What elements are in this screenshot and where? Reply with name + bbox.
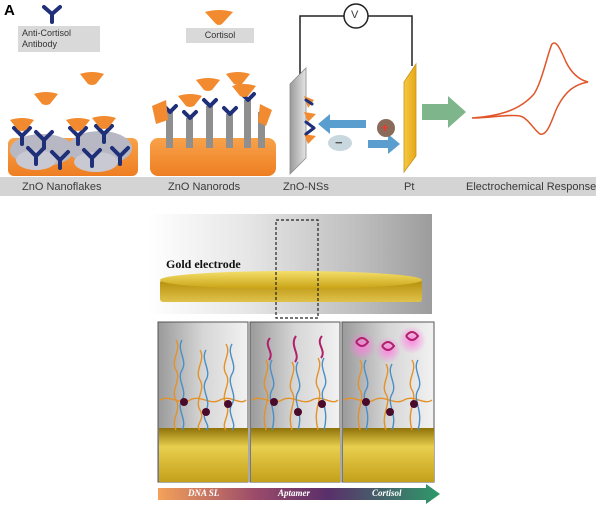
zno-electrode <box>289 67 307 175</box>
panel-a-label-strip <box>0 177 596 196</box>
label-zno-nss: ZnO-NSs <box>283 181 329 193</box>
nanoflakes-structure <box>8 72 138 176</box>
circuit-wires <box>299 15 413 80</box>
electron-arrow <box>318 114 366 134</box>
arrow-label-aptamer: Aptamer <box>278 488 311 498</box>
response-arrow <box>422 96 466 128</box>
arrow-label-cortisol: Cortisol <box>372 488 402 498</box>
panel-a-illustration <box>8 3 589 176</box>
nanorods-structure <box>150 72 276 176</box>
antibody-legend-icon <box>42 5 62 24</box>
cv-curve <box>471 42 589 135</box>
cortisol-legend-icon <box>205 10 233 25</box>
cortisol-bound-aptamers <box>348 326 426 363</box>
minus-sign: − <box>335 135 343 150</box>
pt-electrode <box>403 62 417 174</box>
label-pt: Pt <box>404 181 415 193</box>
plus-sign: + <box>381 120 389 135</box>
panel-a-letter: A <box>4 2 15 19</box>
antibody-legend-label: Anti-Cortisol Antibody <box>18 26 100 52</box>
label-electrochemical-response: Electrochemical Response <box>466 181 596 193</box>
dna-strands <box>159 335 433 431</box>
label-zno-nanoflakes: ZnO Nanoflakes <box>22 181 102 193</box>
negative-charge <box>328 135 352 151</box>
dna-core-spheres <box>180 398 418 416</box>
voltmeter-symbol <box>343 3 369 29</box>
gold-electrode-label: Gold electrode <box>166 257 241 271</box>
ion-arrow <box>368 134 400 154</box>
process-arrow <box>158 484 440 504</box>
positive-charge <box>377 119 395 137</box>
label-zno-nanorods: ZnO Nanorods <box>168 181 241 193</box>
voltmeter-label: V <box>351 9 359 21</box>
arrow-label-dna-sl: DNA SL <box>188 488 220 498</box>
cortisol-legend-label: Cortisol <box>186 28 254 43</box>
zoom-region <box>275 219 319 319</box>
